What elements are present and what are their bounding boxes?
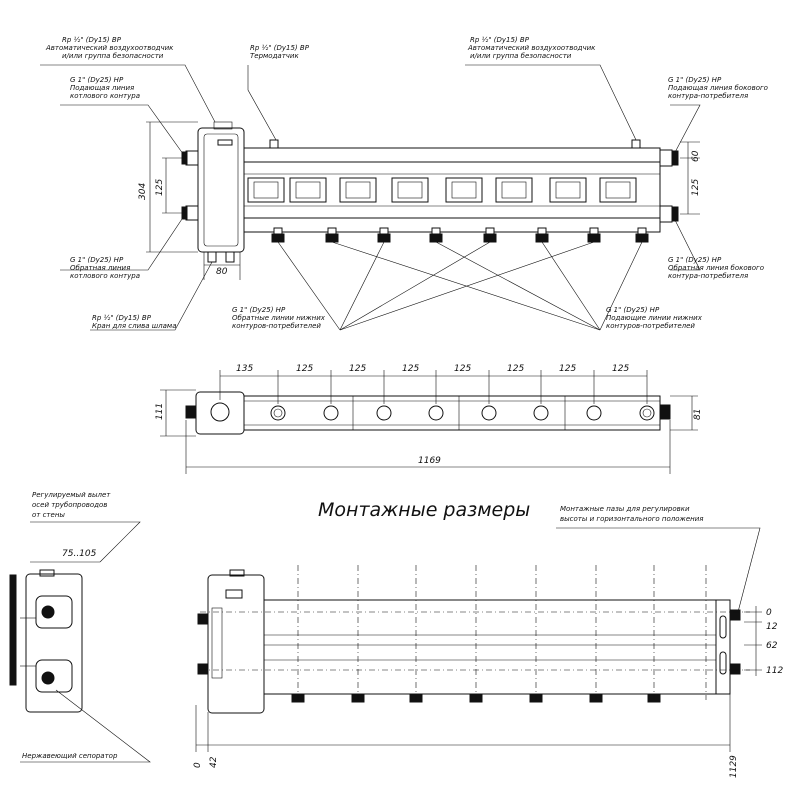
- svg-text:контуров-потребителей: контуров-потребителей: [232, 322, 321, 330]
- svg-text:0: 0: [766, 608, 772, 618]
- svg-text:G 1" (Dy25) НР: G 1" (Dy25) НР: [668, 76, 722, 84]
- bottom-dim-labels: 135 125 125 125 125 125 125 125 111 81 1…: [155, 364, 703, 466]
- label-sensor: Rp ½" (Dy15) ВР Термодатчик: [250, 44, 310, 60]
- mounting-outlets: [291, 565, 707, 703]
- svg-text:62: 62: [766, 641, 778, 651]
- label-air-vent-left: Rp ½" (Dy15) ВР Автоматический воздухоот…: [45, 36, 174, 60]
- svg-text:Rp ½" (Dy15) ВР: Rp ½" (Dy15) ВР: [62, 36, 122, 44]
- svg-text:Автоматический воздухоотводчик: Автоматический воздухоотводчик: [467, 44, 596, 52]
- dim-125-right: 125: [691, 179, 701, 196]
- svg-text:Rp ½" (Dy15) ВР: Rp ½" (Dy15) ВР: [92, 314, 152, 322]
- dim-60: 60: [691, 150, 701, 162]
- svg-text:Обратная линия бокового: Обратная линия бокового: [668, 264, 764, 272]
- label-boiler-supply: G 1" (Dy25) НР Подающая линия котлового …: [70, 76, 140, 100]
- dim-304: 304: [138, 183, 148, 200]
- svg-text:125: 125: [612, 364, 629, 374]
- svg-text:контуров-потребителей: контуров-потребителей: [606, 322, 695, 330]
- front-dimensions: [146, 121, 700, 280]
- label-lower-return: G 1" (Dy25) НР Обратные линии нижних кон…: [232, 306, 326, 330]
- label-drain: Rp ½" (Dy15) ВР Кран для слива шлама: [92, 314, 177, 330]
- label-slots: Монтажные пазы для регулировки высоты и …: [560, 505, 704, 523]
- svg-text:42: 42: [209, 756, 219, 768]
- svg-text:81: 81: [693, 409, 703, 420]
- svg-text:G 1" (Dy25) НР: G 1" (Dy25) НР: [70, 76, 124, 84]
- svg-text:125: 125: [296, 364, 313, 374]
- label-lower-supply: G 1" (Dy25) НР Подающие линии нижних кон…: [606, 306, 703, 330]
- svg-text:135: 135: [236, 364, 253, 374]
- svg-text:12: 12: [766, 622, 778, 632]
- svg-text:125: 125: [454, 364, 471, 374]
- svg-text:и/или группа безопасности: и/или группа безопасности: [470, 52, 572, 60]
- svg-text:Подающая линия: Подающая линия: [70, 84, 134, 92]
- svg-text:Автоматический воздухоотводчик: Автоматический воздухоотводчик: [45, 44, 174, 52]
- svg-text:Rp ½" (Dy15) ВР: Rp ½" (Dy15) ВР: [470, 36, 530, 44]
- svg-text:Обратные линии нижних: Обратные линии нижних: [232, 314, 326, 322]
- dim-offset: 75..105: [62, 549, 97, 559]
- svg-text:G 1" (Dy25) НР: G 1" (Dy25) НР: [606, 306, 660, 314]
- label-boiler-return: G 1" (Dy25) НР Обратная линия котлового …: [70, 256, 140, 280]
- side-view: [9, 569, 83, 713]
- svg-text:Rp ½" (Dy15) ВР: Rp ½" (Dy15) ВР: [250, 44, 310, 52]
- svg-text:Обратная линия: Обратная линия: [70, 264, 130, 272]
- mounting-front: [195, 565, 762, 752]
- svg-text:G 1" (Dy25) НР: G 1" (Dy25) НР: [70, 256, 124, 264]
- svg-text:котлового контура: котлового контура: [70, 92, 140, 100]
- svg-text:Подающие линии нижних: Подающие линии нижних: [606, 314, 703, 322]
- label-side-return: G 1" (Dy25) НР Обратная линия бокового к…: [668, 256, 764, 280]
- bottom-view: [160, 370, 698, 474]
- svg-text:контура-потребителя: контура-потребителя: [668, 92, 748, 100]
- svg-text:125: 125: [559, 364, 576, 374]
- svg-text:Подающая линия бокового: Подающая линия бокового: [668, 84, 768, 92]
- svg-text:Монтажные пазы для регулировки: Монтажные пазы для регулировки: [560, 505, 690, 513]
- mounting-title: Монтажные размеры: [318, 499, 530, 521]
- separator-body: [197, 127, 245, 253]
- dim-125-left: 125: [155, 179, 165, 196]
- svg-text:G 1" (Dy25) НР: G 1" (Dy25) НР: [232, 306, 286, 314]
- mounting-dim-labels: 0 12 62 112 0 42 1129: [193, 608, 783, 778]
- svg-text:высоты и горизонтального полож: высоты и горизонтального положения: [560, 515, 704, 523]
- label-side-supply: G 1" (Dy25) НР Подающая линия бокового к…: [668, 76, 768, 100]
- svg-text:125: 125: [507, 364, 524, 374]
- svg-text:125: 125: [349, 364, 366, 374]
- svg-text:осей трубопроводов: осей трубопроводов: [32, 501, 107, 509]
- label-air-vent-right: Rp ½" (Dy15) ВР Автоматический воздухоот…: [467, 36, 596, 60]
- svg-text:1129: 1129: [729, 755, 739, 778]
- svg-text:Кран для слива шлама: Кран для слива шлама: [92, 322, 177, 330]
- svg-text:и/или группа безопасности: и/или группа безопасности: [62, 52, 164, 60]
- svg-text:от стены: от стены: [32, 511, 65, 519]
- label-separator: Нержавеющий сепоратор: [22, 752, 118, 760]
- dim-80: 80: [216, 267, 228, 277]
- svg-text:0: 0: [193, 762, 203, 768]
- svg-text:Регулируемый вылет: Регулируемый вылет: [32, 491, 111, 499]
- manifold-windows: [247, 177, 637, 203]
- svg-text:контура-потребителя: контура-потребителя: [668, 272, 748, 280]
- bottom-view-outlets: [270, 396, 655, 430]
- svg-text:1169: 1169: [418, 456, 441, 466]
- svg-text:111: 111: [155, 403, 165, 420]
- leader-lines: [40, 64, 701, 331]
- svg-text:125: 125: [402, 364, 419, 374]
- label-offset: Регулируемый вылет осей трубопроводов от…: [32, 491, 111, 519]
- svg-text:Термодатчик: Термодатчик: [250, 52, 299, 60]
- front-view: [40, 64, 701, 331]
- svg-text:котлового контура: котлового контура: [70, 272, 140, 280]
- svg-text:G 1" (Dy25) НР: G 1" (Dy25) НР: [668, 256, 722, 264]
- svg-text:112: 112: [766, 666, 783, 676]
